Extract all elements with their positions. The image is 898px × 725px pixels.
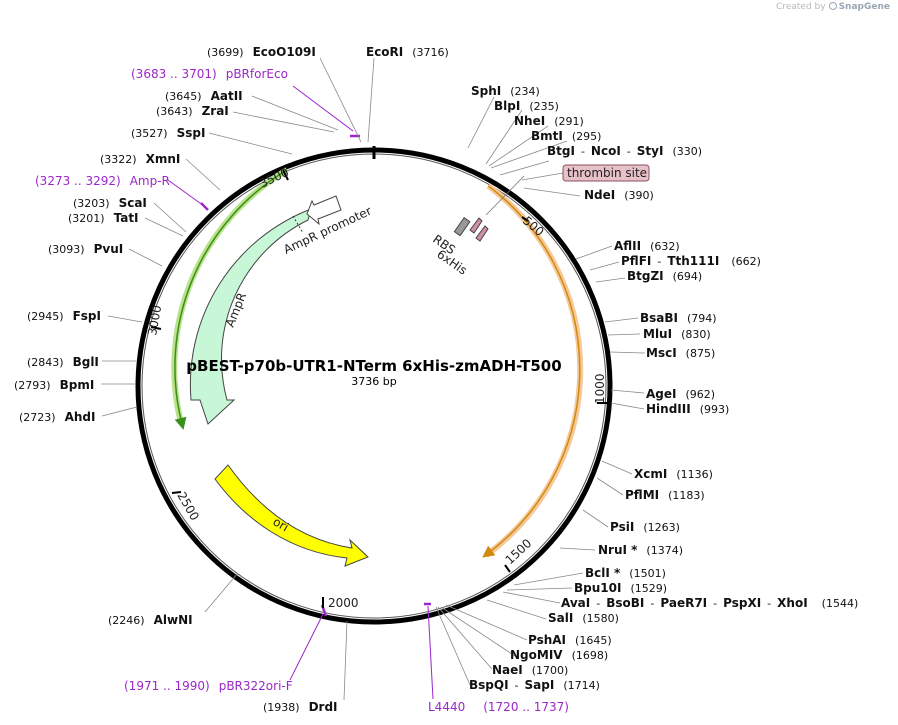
site-pflfi-tth111i: PflFI-Tth111I(662) [621,254,761,268]
site-mlui: MluI(830) [643,327,711,341]
thrombin-site-label: thrombin site [567,166,647,180]
site-zrai: (3643)ZraI [156,104,229,118]
site-hindiii: HindIII(993) [646,402,729,416]
watermark-prefix: Created by [776,2,826,12]
ori-label: ori [271,514,292,534]
tick-label-3000: 3000 [145,304,164,337]
site-ahdi: (2723)AhdI [19,410,95,424]
site-ngomiv: NgoMIV(1698) [510,648,608,662]
site-drdi: (1938)DrdI [263,700,338,714]
site-sphi: SphI(234) [471,84,540,98]
site-btgi-ncoi-styi: BtgI-NcoI-StyI(330) [547,144,702,158]
site-nhei: NheI(291) [514,114,584,128]
site-bspqi-sapi: BspQI-SapI(1714) [469,678,600,692]
site-xcmi: XcmI(1136) [634,467,713,481]
thrombin-site-box [562,164,650,182]
ampr-promoter-feature [306,195,342,226]
site-sali: SalI(1580) [548,611,619,625]
ruler-ticks [150,169,607,608]
site-bcli: BclI *(1501) [585,566,666,580]
site-bpu10i: Bpu10I(1529) [574,581,667,595]
site-agei: AgeI(962) [646,387,715,401]
tick-label-2000: 2000 [328,596,359,610]
site-ecoo109i: (3699)EcoO109I [207,45,316,59]
tick-label-1000: 1000 [593,373,607,404]
site-nrui: NruI *(1374) [598,543,683,557]
watermark: Created by SnapGene [776,2,890,12]
primer-pbr322ori-f: (1971 .. 1990)pBR322ori-F [124,679,293,693]
site-leader-lines [101,57,646,701]
watermark-brand: SnapGene [838,2,890,12]
site-pflmi: PflMI(1183) [625,488,705,502]
site-aflii: AflII(632) [614,239,680,253]
plasmid-size: 3736 bp [351,375,396,388]
snapgene-logo-icon [828,2,837,10]
site-msci: MscI(875) [646,346,715,360]
his-feature [469,217,483,234]
site-alwni: (2246)AlwNI [108,613,193,627]
ori-feature [214,464,369,567]
site-scai: (3203)ScaI [73,196,147,210]
site-blpi: BlpI(235) [494,99,559,113]
site-sspi: (3527)SspI [131,126,205,140]
site-bsabi: BsaBI(794) [640,311,717,325]
primer-amp-r: (3273 .. 3292)Amp-R [35,174,170,188]
primer-l4440: L4440(1720 .. 1737) [428,700,569,714]
primer-pbrforeco: (3683 .. 3701)pBRforEco [131,67,288,81]
site-bpmi: (2793)BpmI [14,378,94,392]
site-avai-group: AvaI-BsoBI-PaeR7I-PspXI-XhoI(1544) [561,596,858,610]
site-psii: PsiI(1263) [610,520,680,534]
site-bgli: (2843)BglI [27,355,99,369]
site-tati: (3201)TatI [68,211,139,225]
site-fspi: (2945)FspI [27,309,101,323]
rbs-feature [453,217,471,237]
site-ndei: NdeI(390) [584,188,654,202]
tick-label-3500: 3500 [257,165,291,191]
site-pshai: PshAI(1645) [528,633,612,647]
site-pvui: (3093)PvuI [48,242,123,256]
site-ecori: EcoRI(3716) [366,45,449,59]
site-aatii: (3645)AatII [165,89,243,103]
site-xmni: (3322)XmnI [100,152,180,166]
site-naei: NaeI(1700) [492,663,568,677]
site-bmti: BmtI(295) [531,129,601,143]
ampr-feature [189,208,312,425]
plasmid-name: pBEST-p70b-UTR1-NTerm 6xHis-zmADH-T500 [186,357,561,375]
site-btgzi: BtgZI(694) [627,269,702,283]
